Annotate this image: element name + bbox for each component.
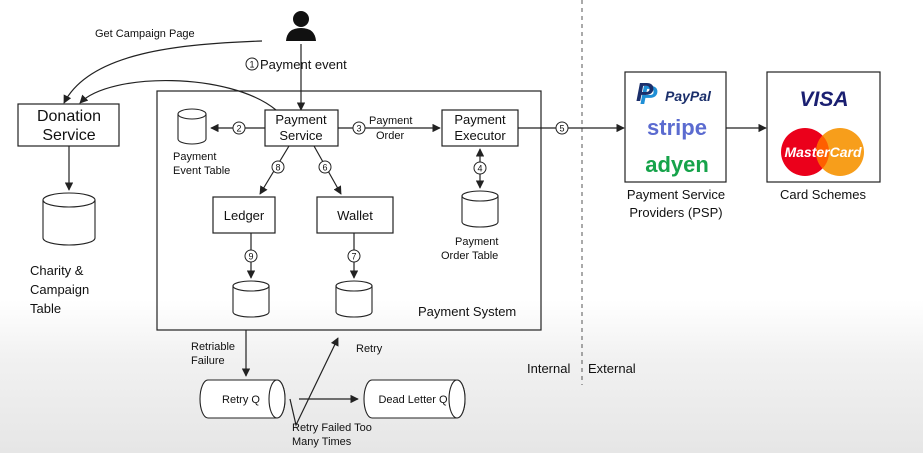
card-schemes-label: Card Schemes: [780, 187, 866, 202]
step-6-number: 6: [322, 163, 327, 173]
step-7-marker: [347, 249, 361, 263]
step-4-marker: [473, 161, 487, 175]
payment-order-label-1: Payment: [369, 115, 412, 127]
mastercard-logo: MasterCard: [781, 128, 864, 176]
retriable-failure-label-1: Retriable: [191, 341, 235, 353]
user-icon: [286, 11, 316, 41]
payment-event-table-label-1: Payment: [173, 151, 216, 163]
wallet-box: [316, 196, 394, 234]
adyen-logo: adyen: [645, 152, 709, 177]
retry-label: Retry: [356, 343, 383, 355]
payment-event-database-icon: [177, 108, 207, 145]
payment-executor-box: [441, 109, 519, 147]
payment-service-label-1: Payment: [275, 112, 327, 127]
step-9-marker: [244, 249, 258, 263]
donation-service-label-1: Donation: [37, 108, 101, 125]
get-campaign-page-arrow: [63, 40, 263, 104]
get-campaign-page-label: Get Campaign Page: [95, 28, 195, 40]
payment-executor-label-2: Executor: [454, 128, 506, 143]
step-5-number: 5: [559, 124, 564, 134]
ledger-label: Ledger: [224, 208, 265, 223]
retry-queue-icon: [199, 379, 286, 419]
psp-caption-2: Providers (PSP): [629, 205, 722, 220]
charity-table-label-2: Campaign: [30, 282, 89, 297]
step-5-marker: [555, 121, 569, 135]
payment-service-box: [264, 109, 339, 147]
external-label: External: [588, 361, 636, 376]
payment-event-table-label-2: Event Table: [173, 165, 230, 177]
step-2-number: 2: [236, 124, 241, 134]
step-1-marker: [245, 57, 259, 71]
svg-text:P: P: [636, 77, 654, 107]
retry-failed-label-2: Many Times: [292, 436, 352, 448]
retry-arrow: [289, 337, 339, 427]
step-3-marker: [352, 121, 366, 135]
payment-service-to-donation-arrow: [79, 79, 277, 111]
stripe-logo: stripe: [647, 115, 707, 140]
ledger-box: [212, 196, 276, 234]
dead-letter-q-label: Dead Letter Q: [378, 394, 448, 406]
retriable-failure-label-2: Failure: [191, 355, 225, 367]
charity-database-icon: [42, 192, 96, 246]
payment-order-table-label-1: Payment: [455, 236, 498, 248]
wallet-database-icon: [335, 280, 373, 318]
step-9-number: 9: [248, 252, 253, 262]
payment-order-database-icon: [461, 190, 499, 228]
internal-label: Internal: [527, 361, 570, 376]
step-6-marker: [318, 160, 332, 174]
dead-letter-queue-icon: [363, 379, 466, 419]
payment-system-label: Payment System: [418, 304, 516, 319]
step-8-number: 8: [275, 163, 280, 173]
charity-table-label-3: Table: [30, 301, 61, 316]
psp-caption-1: Payment Service: [627, 187, 725, 202]
step-1-number: 1: [249, 60, 254, 70]
step-7-number: 7: [351, 252, 356, 262]
retry-failed-label-1: Retry Failed Too: [292, 422, 372, 434]
payment-system-boundary: [156, 90, 542, 331]
retry-q-label: Retry Q: [222, 394, 260, 406]
wallet-label: Wallet: [337, 208, 373, 223]
ledger-database-icon: [232, 280, 270, 318]
payment-executor-label-1: Payment: [454, 112, 506, 127]
paypal-wordmark: PayPal: [665, 88, 712, 104]
step-2-marker: [232, 121, 246, 135]
payment-service-label-2: Service: [279, 128, 322, 143]
paypal-logo: P P PayPal: [636, 77, 712, 110]
psp-box: [624, 71, 727, 183]
payment-event-label: Payment event: [260, 57, 347, 72]
payment-order-table-label-2: Order Table: [441, 250, 498, 262]
mastercard-wordmark: MasterCard: [784, 144, 861, 160]
step-3-number: 3: [356, 124, 361, 134]
donation-service-label-2: Service: [42, 127, 95, 144]
charity-table-label-1: Charity &: [30, 263, 84, 278]
payment-order-label-2: Order: [376, 130, 404, 142]
svg-text:P: P: [640, 80, 658, 110]
step-4-number: 4: [477, 164, 482, 174]
visa-logo: VISA: [799, 88, 848, 111]
step-8-marker: [271, 160, 285, 174]
